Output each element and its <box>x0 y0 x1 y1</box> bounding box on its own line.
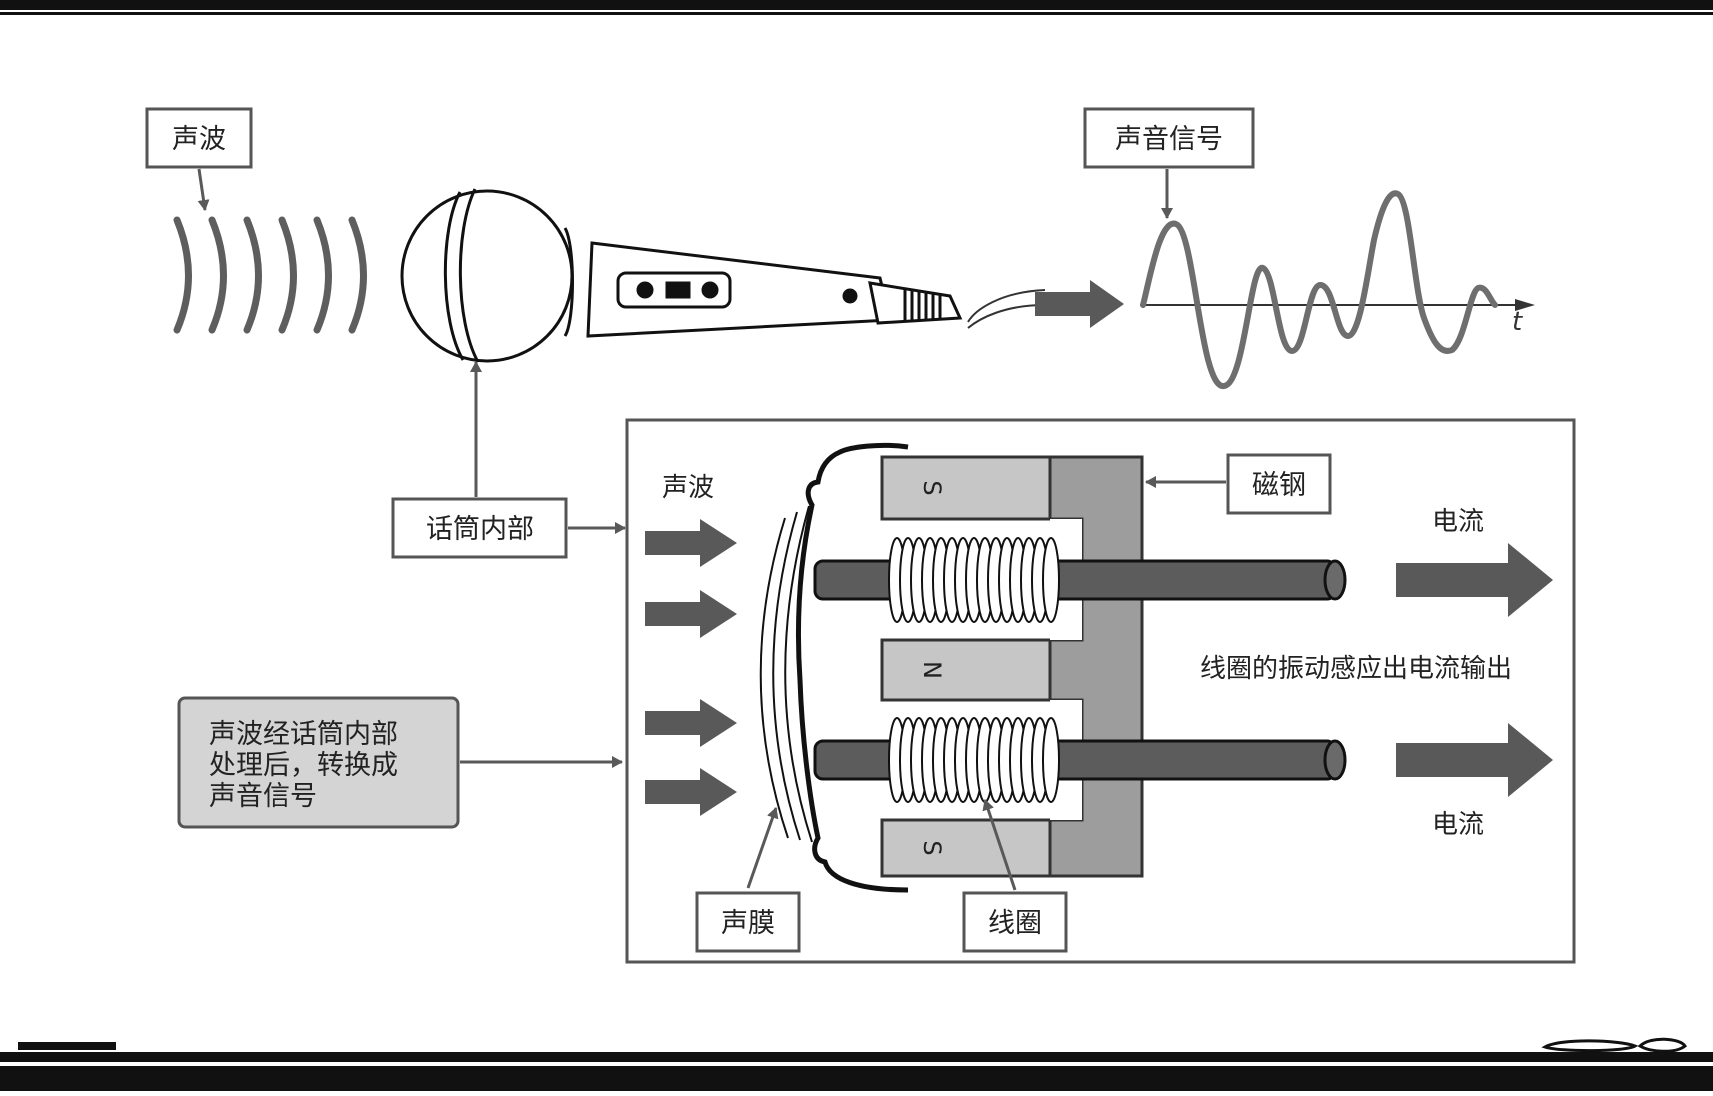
incoming-sound-arrows <box>645 519 737 816</box>
pole-n-label: N <box>918 661 946 679</box>
diaphragm-label: 声膜 <box>721 908 775 939</box>
sound-wave-label: 声波 <box>172 124 226 155</box>
coil-icon <box>888 536 1060 803</box>
pole-s-bottom-label: S <box>918 840 946 855</box>
coil-pointer <box>982 799 1017 891</box>
signal-output-arrow <box>1035 280 1124 328</box>
time-axis-arrowhead <box>1515 299 1535 311</box>
current-bottom-arrow <box>1396 723 1553 797</box>
top-border-thin <box>0 12 1713 15</box>
bottom-border <box>0 1052 1713 1062</box>
mic-interior-label-box: 话筒内部 <box>391 497 568 559</box>
current-top-arrow <box>1396 543 1553 617</box>
sound-signal-label: 声音信号 <box>1115 124 1223 155</box>
sound-wave-label-box: 声波 <box>145 107 253 169</box>
coil-output-caption: 线圈的振动感应出电流输出 <box>1200 654 1512 684</box>
magnet-steel-label-box: 磁钢 <box>1226 453 1332 515</box>
signal-waveform: t <box>1140 190 1535 389</box>
bottom-left-mark <box>18 1042 116 1050</box>
bottom-right-ornament-icon <box>1541 1037 1687 1053</box>
pole-s-top-label: S <box>918 480 946 495</box>
sound-wave-icon <box>173 216 367 334</box>
sound-wave-pointer <box>197 168 210 211</box>
top-border <box>0 0 1713 10</box>
time-axis-label: t <box>1512 307 1523 337</box>
inner-sound-wave-label: 声波 <box>662 473 714 503</box>
current-bottom-label: 电流 <box>1432 810 1484 840</box>
diaphragm-icon <box>759 505 813 843</box>
conversion-note-box: 声波经话筒内部 处理后，转换成 声音信号 <box>177 696 460 829</box>
note-line-3: 声音信号 <box>209 781 317 812</box>
current-top-label: 电流 <box>1432 507 1484 537</box>
diaphragm-bracket <box>796 442 909 893</box>
microphone-icon <box>400 188 1046 363</box>
note-line-1: 声波经话筒内部 <box>209 719 398 750</box>
magnet-steel-label: 磁钢 <box>1252 470 1306 501</box>
waveform-curve <box>1140 190 1498 389</box>
sound-signal-label-box: 声音信号 <box>1083 107 1255 169</box>
mic-interior-label: 话筒内部 <box>426 514 534 545</box>
diaphragm-label-box: 声膜 <box>695 891 801 953</box>
bottom-border-thick <box>0 1066 1713 1091</box>
coil-label-box: 线圈 <box>962 891 1068 953</box>
coil-label: 线圈 <box>988 908 1042 939</box>
diaphragm-pointer <box>746 807 779 889</box>
note-line-2: 处理后，转换成 <box>209 750 398 781</box>
